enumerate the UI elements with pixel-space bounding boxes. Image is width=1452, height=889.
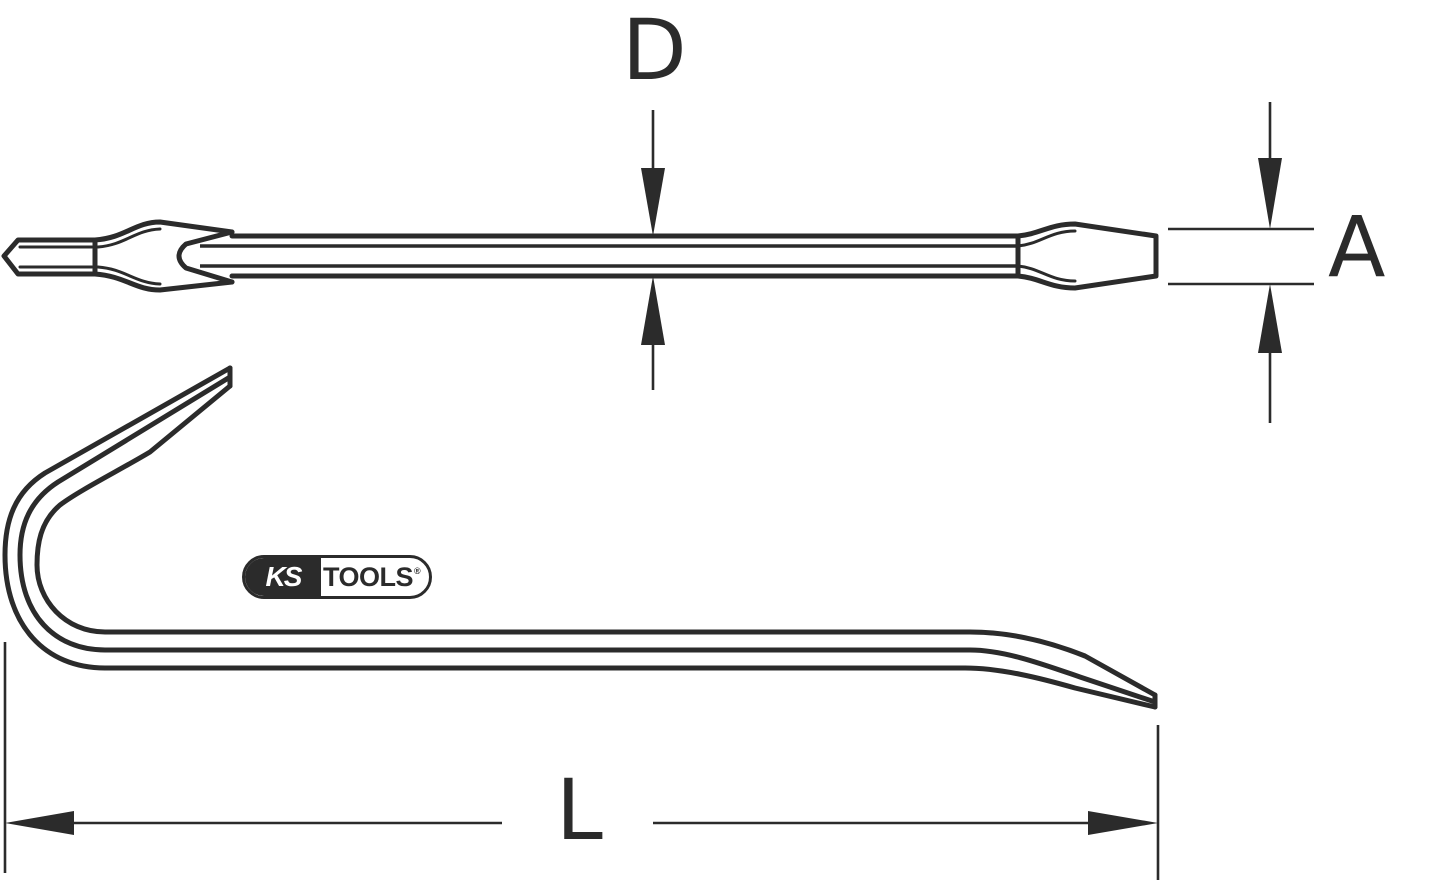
dimension-l-arrows — [3, 642, 1160, 880]
side-view-hooked-bar — [2, 365, 1158, 710]
logo-tools: TOOLS — [323, 561, 414, 592]
brand-logo: KS TOOLS ® — [242, 555, 432, 599]
dimension-label-a: A — [1328, 198, 1386, 296]
dimension-label-d: D — [622, 1, 687, 99]
registered-mark-icon: ® — [414, 566, 421, 576]
dimension-label-l: L — [556, 761, 603, 859]
dimension-a-arrows — [1168, 102, 1314, 423]
logo-ks: KS — [245, 558, 321, 596]
logo-tools-wrap: TOOLS ® — [321, 558, 429, 596]
top-view-bar — [1, 219, 1159, 293]
dimension-d-arrows — [641, 110, 665, 390]
